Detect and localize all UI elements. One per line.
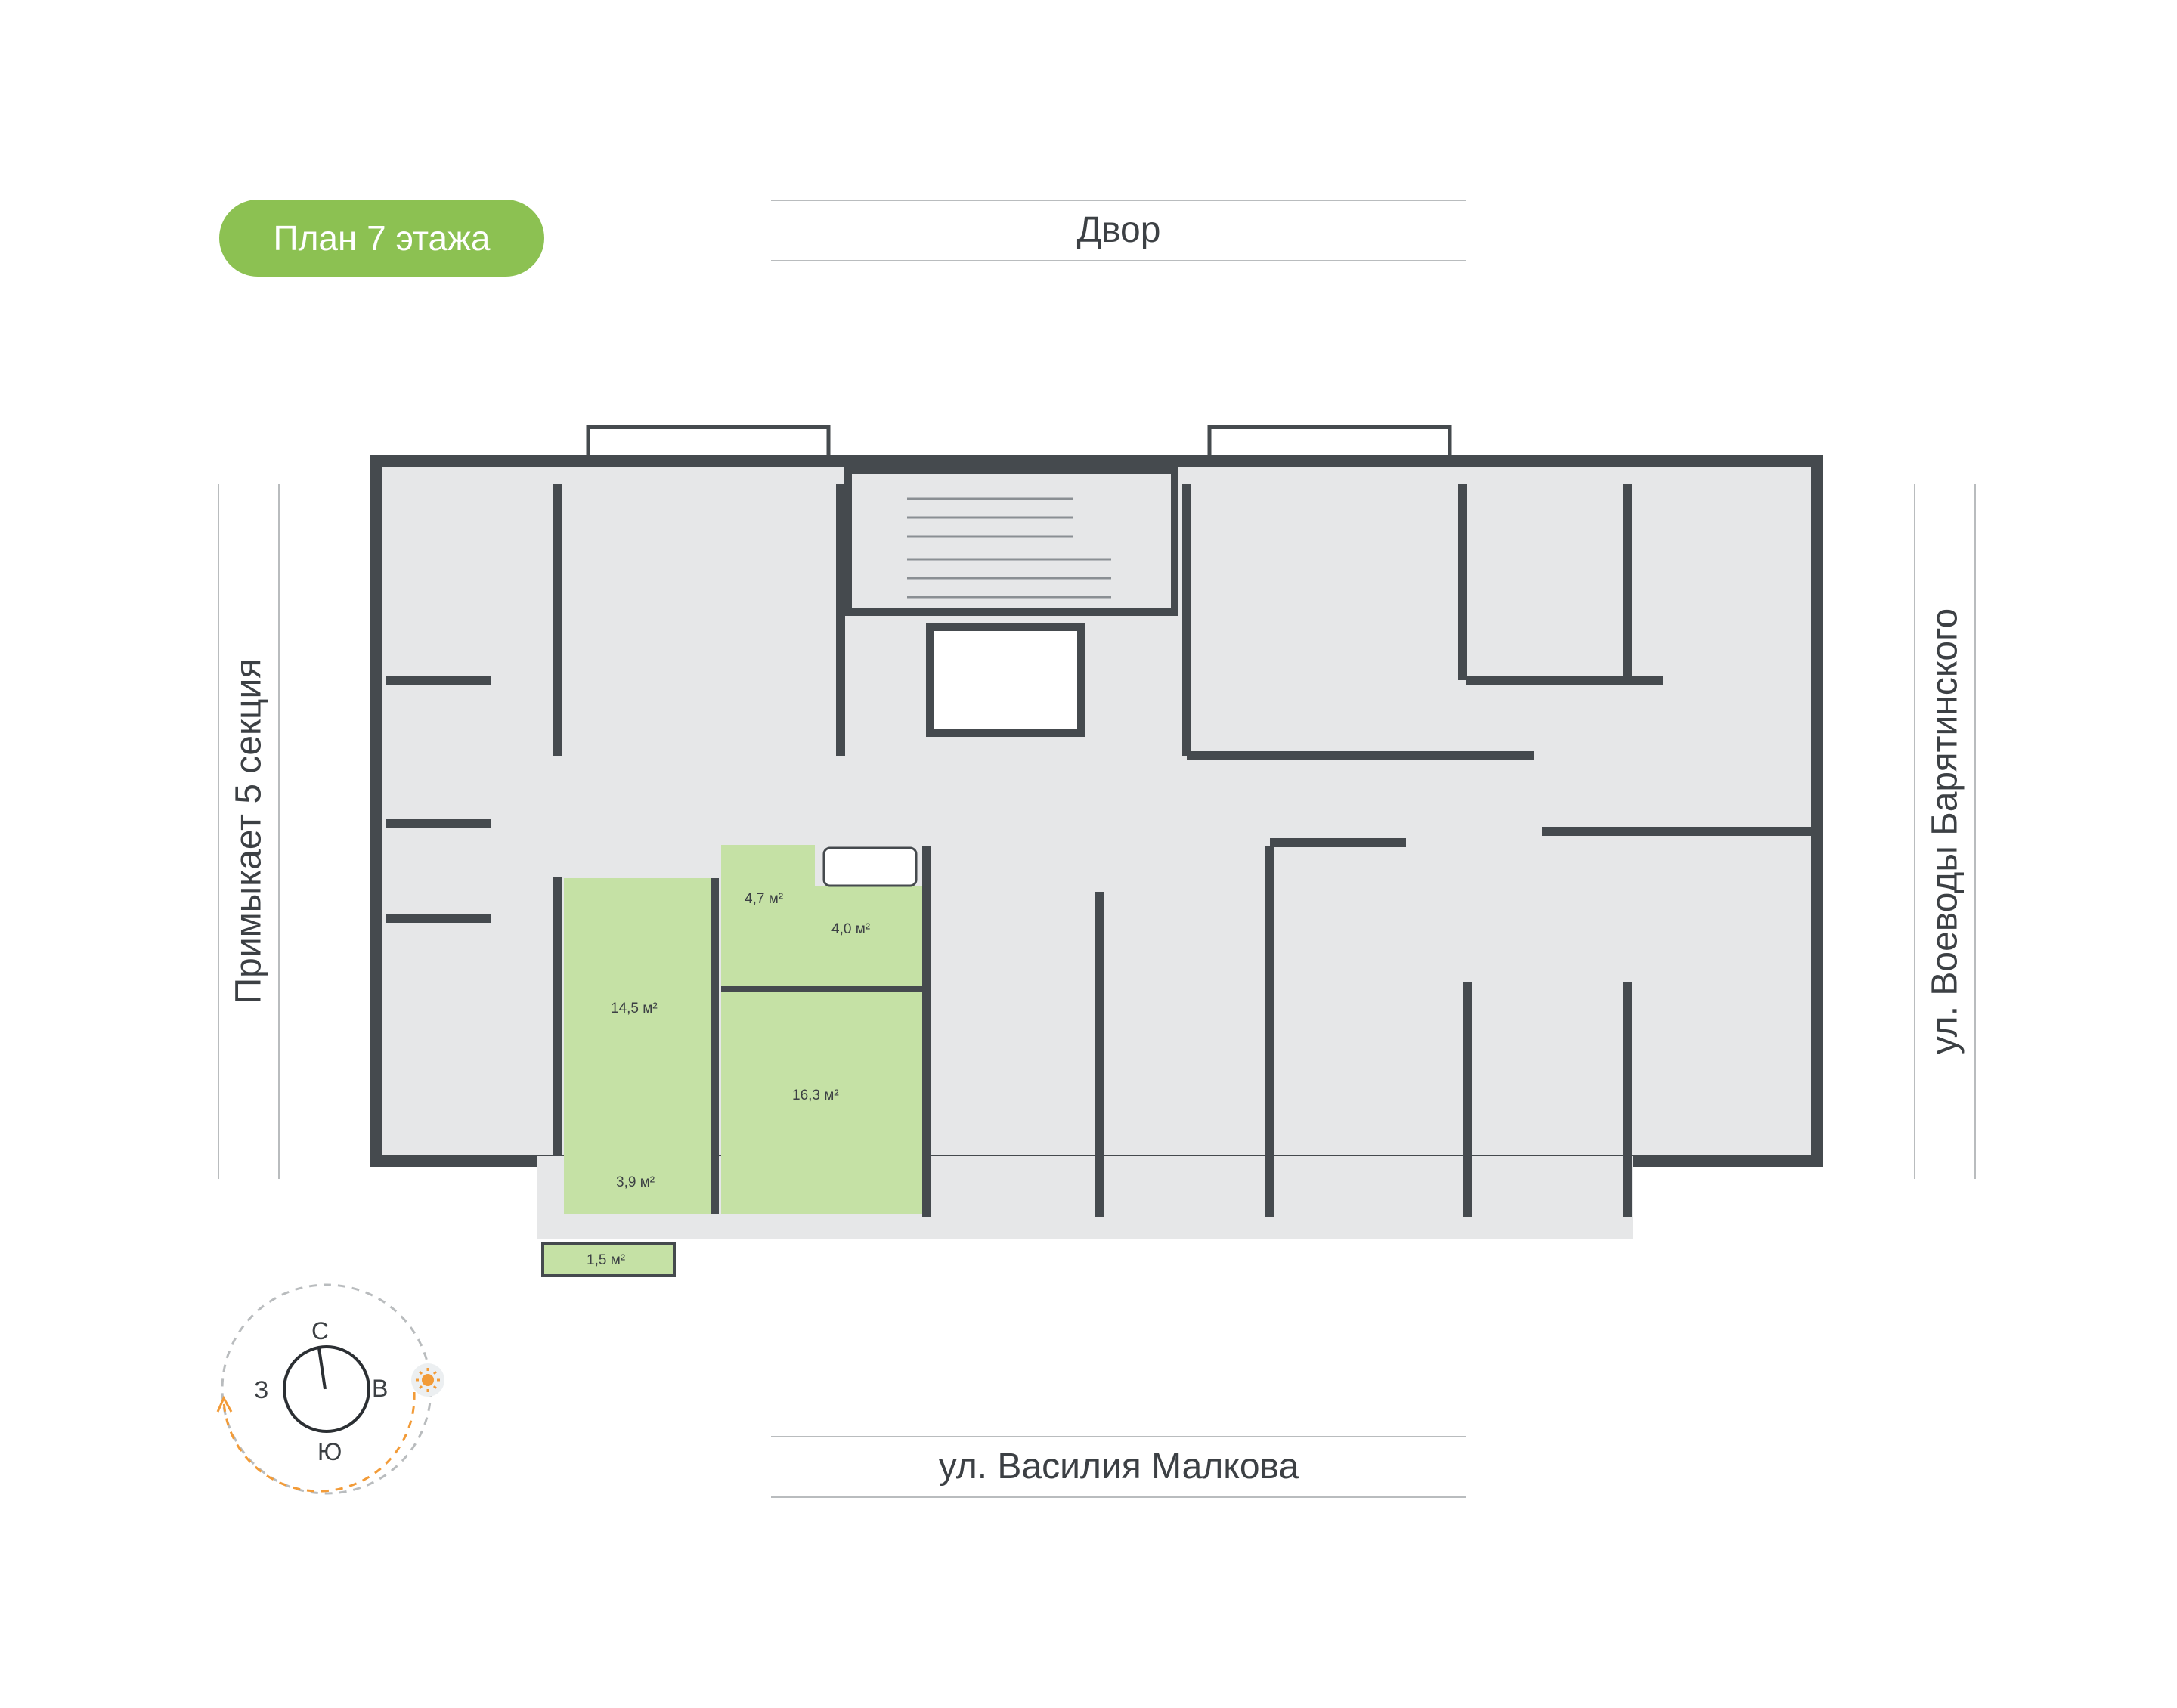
area-label: 1,5 м² xyxy=(587,1252,625,1268)
compass-dial xyxy=(283,1345,370,1433)
room-16-3 xyxy=(721,989,922,1214)
sun-path-arrow-icon xyxy=(216,1395,233,1413)
area-label: 16,3 м² xyxy=(792,1088,839,1103)
corridor xyxy=(680,760,1534,835)
adjacent-section-label: Примыкает 5 секция xyxy=(218,484,280,1179)
street-right-label: ул. Воеводы Барятинского xyxy=(1914,484,1976,1179)
area-label: 4,0 м² xyxy=(831,921,870,937)
area-label: 3,9 м² xyxy=(616,1174,655,1190)
sun-icon xyxy=(411,1363,444,1397)
room-4-0 xyxy=(782,886,922,989)
area-label: 14,5 м² xyxy=(611,1001,658,1016)
interior-walls xyxy=(386,484,1817,1217)
street-bottom-label: ул. Василия Малкова xyxy=(771,1436,1466,1498)
courtyard-label: Двор xyxy=(771,200,1466,261)
room-14-5 xyxy=(564,878,715,1214)
floor-badge: План 7 этажа xyxy=(219,200,544,277)
compass: С Ю З В xyxy=(216,1283,444,1495)
stairs xyxy=(907,497,1111,599)
area-label: 4,7 м² xyxy=(745,891,783,907)
balcony-1-5 xyxy=(541,1242,676,1277)
highlighted-apartment xyxy=(541,845,922,1277)
compass-east: В xyxy=(372,1375,388,1402)
compass-south: Ю xyxy=(317,1438,342,1465)
building-bottom-extension xyxy=(537,1156,1633,1239)
compass-north: С xyxy=(311,1317,329,1344)
compass-needle xyxy=(317,1348,327,1390)
sun-path xyxy=(222,1391,416,1493)
staircase xyxy=(844,466,1178,616)
compass-west: З xyxy=(254,1376,268,1403)
bathtub xyxy=(822,846,918,887)
elevator-shaft xyxy=(926,623,1085,737)
